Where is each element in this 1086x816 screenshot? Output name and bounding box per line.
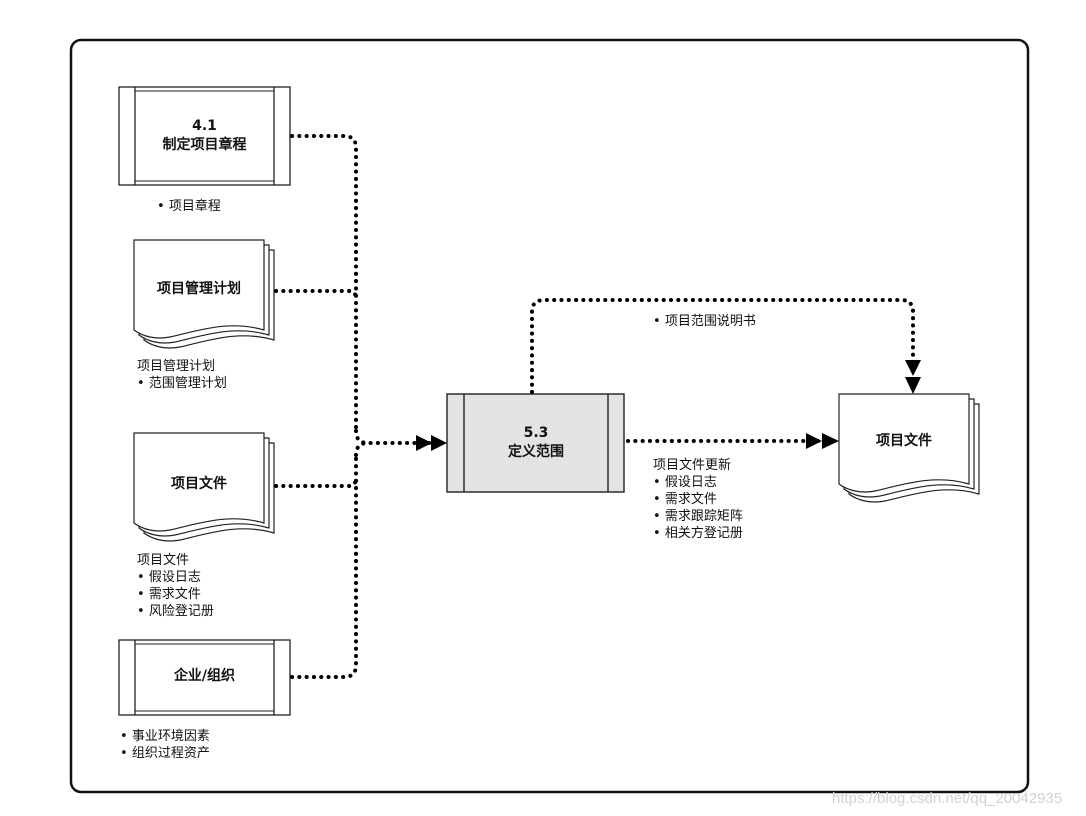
charter-process-number: 4.1 — [192, 118, 217, 134]
list-item: • 组织过程资产 — [120, 746, 210, 761]
arrowhead-to-define-scope — [431, 435, 447, 451]
scope-statement-label: • 项目范围说明书 — [653, 313, 756, 330]
charter-process-title: 4.1 制定项目章程 — [135, 117, 274, 155]
doc-updates-label: 项目文件更新 • 假设日志 • 需求文件 • 需求跟踪矩阵 • 相关方登记册 — [653, 457, 743, 542]
enterprise-org-title: 企业/组织 — [173, 668, 236, 684]
project-docs-input-title: 项目文件 — [171, 476, 227, 492]
enterprise-org-items: • 事业环境因素 • 组织过程资产 — [120, 728, 210, 762]
list-item: • 风险登记册 — [137, 604, 214, 619]
project-documents-output-document[interactable] — [838, 393, 980, 503]
list-heading: 项目文件更新 — [653, 458, 732, 473]
arrowhead-to-output-docs-top — [905, 377, 921, 394]
project-docs-output-title: 项目文件 — [876, 433, 932, 449]
list-item: • 范围管理计划 — [137, 376, 227, 391]
connector-charter — [290, 134, 358, 433]
connector-pm-plan — [274, 289, 358, 301]
project-documents-input-document[interactable] — [133, 432, 275, 542]
list-item: • 项目章程 — [157, 199, 221, 214]
watermark: https://blog.csdn.net/qq_20042935 — [832, 790, 1063, 807]
project-management-plan-document[interactable] — [133, 239, 275, 349]
connector-enterprise — [290, 453, 358, 679]
list-item: • 需求文件 — [653, 492, 717, 507]
define-scope-title: 5.3 定义范围 — [464, 424, 608, 462]
list-item: • 项目范围说明书 — [653, 314, 756, 329]
project-docs-input-items: 项目文件 • 假设日志 • 需求文件 • 风险登记册 — [137, 552, 214, 620]
list-item: • 相关方登记册 — [653, 526, 743, 541]
pm-plan-items: 项目管理计划 • 范围管理计划 — [137, 358, 227, 392]
list-item: • 假设日志 — [137, 570, 201, 585]
charter-process-box[interactable] — [118, 86, 291, 186]
connector-project-docs — [274, 476, 358, 488]
enterprise-org-box[interactable] — [118, 639, 291, 716]
pm-plan-title: 项目管理计划 — [157, 281, 241, 297]
connector-merge-lower — [354, 441, 370, 457]
charter-items: • 项目章程 — [157, 198, 221, 215]
arrowhead-to-output-docs-left — [822, 433, 839, 449]
list-item: • 需求文件 — [137, 587, 201, 602]
list-item: • 事业环境因素 — [120, 729, 210, 744]
connector-scope-statement — [530, 298, 921, 394]
list-item: • 需求跟踪矩阵 — [653, 509, 743, 524]
list-item: • 假设日志 — [653, 475, 717, 490]
define-scope-name: 定义范围 — [508, 444, 564, 460]
define-scope-number: 5.3 — [523, 425, 549, 441]
list-heading: 项目管理计划 — [137, 359, 216, 374]
list-heading: 项目文件 — [137, 553, 190, 568]
charter-process-name: 制定项目章程 — [162, 137, 247, 153]
